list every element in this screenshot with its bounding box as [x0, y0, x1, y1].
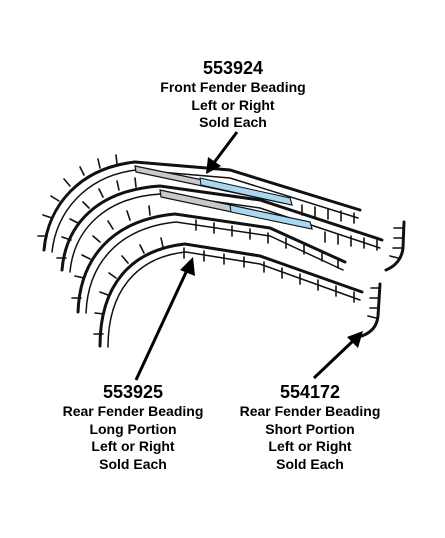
callout-line: Short Portion: [265, 420, 355, 437]
callout-line: Long Portion: [89, 420, 177, 437]
front-fender-beading-highlight: [134, 165, 293, 206]
callout-line: Sold Each: [199, 114, 267, 130]
rear-short-beading-lower: [360, 282, 382, 338]
callout-rear-long-portion: 553925 Rear Fender Beading Long Portion …: [35, 382, 231, 473]
callout-line: Front Fender Beading: [160, 79, 306, 95]
beading-strip-4: [93, 237, 364, 348]
part-number: 553924: [202, 58, 264, 78]
callout-line: Left or Right: [268, 438, 352, 454]
beading-strip-2: [56, 177, 384, 273]
callout-line: Left or Right: [191, 96, 275, 113]
callout-front-fender: 553924 Front Fender Beading Left or Righ…: [130, 58, 336, 132]
arrow-rear-short: [312, 331, 363, 380]
part-number: 553925: [102, 382, 164, 402]
arrow-front-fender: [206, 131, 239, 174]
callout-line: Sold Each: [99, 455, 167, 472]
callout-line: Sold Each: [276, 455, 344, 472]
callout-line: Rear Fender Beading: [239, 403, 381, 419]
callout-line: Rear Fender Beading: [62, 403, 204, 419]
beading-strip-3: [71, 205, 347, 314]
arrow-rear-long: [134, 257, 195, 381]
part-number: 554172: [279, 382, 341, 402]
callout-line: Left or Right: [91, 438, 175, 454]
rear-short-beading-upper: [384, 220, 406, 272]
callout-rear-short-portion: 554172 Rear Fender Beading Short Portion…: [220, 382, 400, 473]
